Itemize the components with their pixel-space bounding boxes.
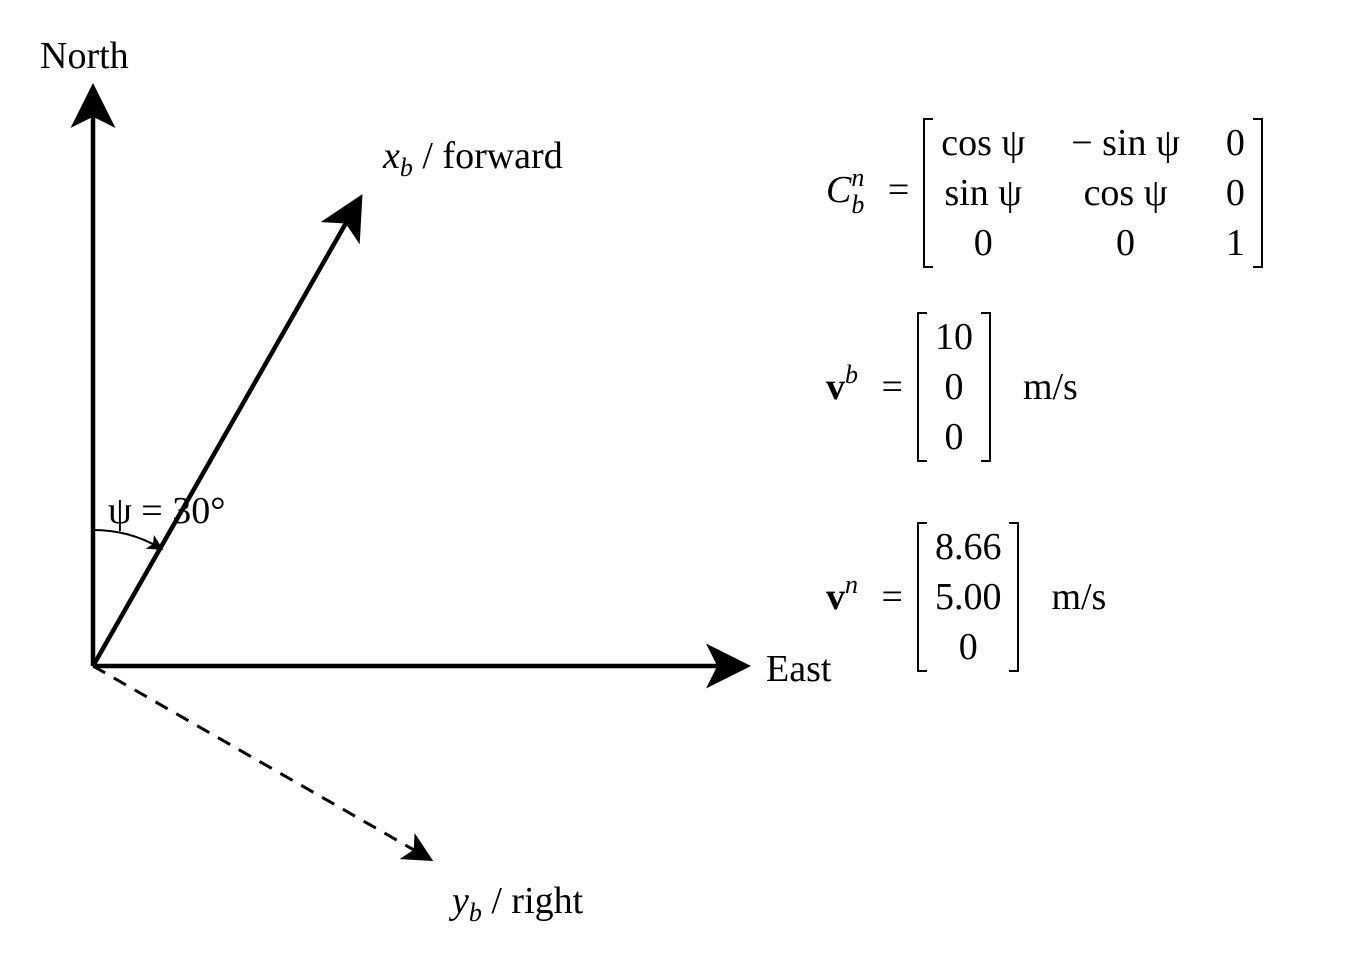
nav-velocity-vector: 8.66 5.00 0 — [916, 522, 1020, 672]
body-velocity-equals: = — [881, 366, 903, 408]
body-velocity-units: m/s — [1022, 366, 1078, 408]
nav-velocity-units: m/s — [1051, 576, 1107, 618]
body-velocity-equation: vb = 10 0 0 m/s — [826, 312, 1078, 462]
matrix-cell: sin ψ — [944, 172, 1023, 214]
vector-cell: 10 — [934, 316, 973, 358]
vector-cell: 8.66 — [934, 526, 1002, 568]
xb-forward-axis — [91, 194, 363, 668]
rotation-matrix-symbol: C — [826, 168, 852, 211]
yb-symbol: y — [452, 880, 469, 922]
body-velocity-sup: b — [845, 360, 858, 389]
matrix-cell: cos ψ — [941, 122, 1026, 164]
nav-velocity-equals: = — [881, 576, 903, 618]
east-label: East — [766, 648, 832, 690]
vector-cell: 0 — [944, 366, 964, 408]
xb-symbol: x — [383, 135, 400, 177]
matrix-cell: cos ψ — [1083, 172, 1168, 214]
matrix-cell: − sin ψ — [1071, 122, 1180, 164]
matrix-cell: 1 — [1225, 222, 1245, 264]
nav-velocity-sup: n — [845, 570, 858, 599]
xb-forward-label: xb / forward — [383, 135, 563, 181]
rotation-matrix-sub: b — [851, 190, 865, 219]
xb-subscript: b — [399, 153, 413, 182]
matrix-cell: 0 — [973, 222, 993, 264]
body-velocity-lhs: vb = — [826, 360, 903, 409]
nav-velocity-equation: vn = 8.66 5.00 0 m/s — [826, 522, 1106, 672]
xb-text: / forward — [412, 135, 563, 177]
nav-velocity-lhs: vn = — [826, 570, 903, 619]
rotation-matrix: cos ψ − sin ψ 0 sin ψ cos ψ 0 0 0 1 — [923, 118, 1263, 268]
matrix-cell: 0 — [1225, 122, 1245, 164]
rotation-matrix-sup: n — [851, 162, 865, 192]
yb-right-label: yb / right — [452, 880, 584, 926]
heading-angle-label: ψ = 30° — [108, 490, 226, 532]
heading-angle-arc — [92, 529, 164, 551]
rotation-matrix-equals: = — [887, 168, 910, 211]
vector-cell: 0 — [958, 626, 978, 668]
yb-text: / right — [481, 880, 584, 922]
north-label: North — [40, 35, 129, 77]
body-velocity-symbol: v — [826, 366, 845, 408]
nav-velocity-symbol: v — [826, 576, 845, 618]
yb-subscript: b — [468, 898, 482, 927]
matrix-cell: 0 — [1225, 172, 1245, 214]
vector-cell: 5.00 — [934, 576, 1002, 618]
matrix-cell: 0 — [1116, 222, 1136, 264]
body-velocity-vector: 10 0 0 — [916, 312, 991, 462]
yb-right-axis — [92, 664, 434, 861]
vector-cell: 0 — [944, 416, 964, 458]
